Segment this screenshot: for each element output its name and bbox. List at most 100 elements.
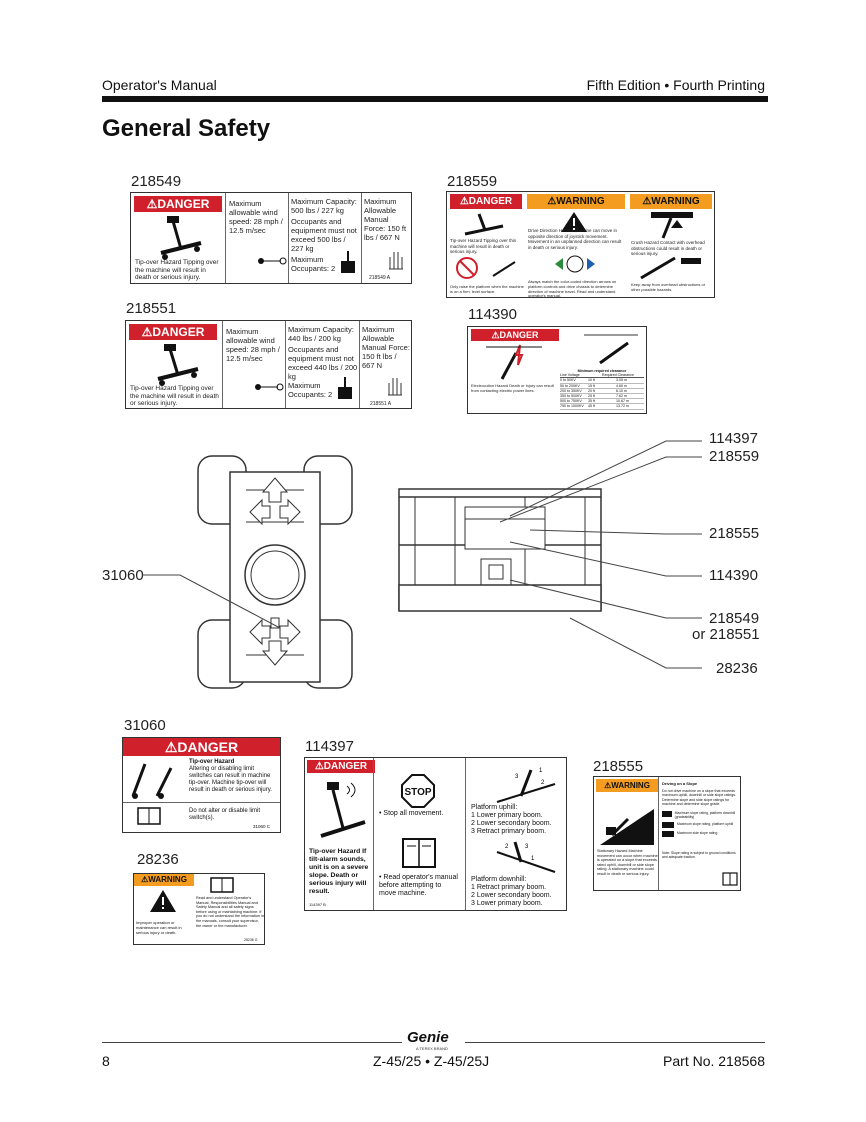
hazard-title: Tip-over Hazard — [189, 759, 235, 765]
hazard-text: Crush Hazard Contact with overhead obstr… — [631, 240, 705, 256]
clearance-cell: 3.05 m — [616, 378, 627, 383]
tipover-icon — [131, 763, 173, 799]
brand-tagline: A TEREX BRAND — [416, 1046, 448, 1051]
instruction-text: Do not alter or disable limit switch(s). — [189, 808, 261, 821]
svg-text:2: 2 — [505, 844, 509, 850]
decal-114397: ⚠DANGER Tip-over Hazard If tilt-alarm so… — [304, 757, 567, 911]
clearance-cell: 45 ft — [588, 404, 595, 409]
platform-view — [398, 488, 602, 612]
occupants-equipment-text: Occupants and equipment must not exceed … — [291, 217, 357, 253]
decal-number-218551: 218551 — [126, 300, 177, 317]
decal-218551: ⚠DANGER Tip-over Hazard Tipping over the… — [125, 320, 412, 409]
svg-text:3: 3 — [515, 774, 519, 780]
decal-code: 218551 A — [370, 401, 392, 407]
boom-uphill-icon: 123 — [496, 768, 556, 803]
decal-code: 114397 B — [309, 902, 326, 907]
downhill-step: Retract primary boom. — [476, 884, 547, 891]
downhill-instructions: Platform downhill: 1 Retract primary boo… — [471, 876, 565, 908]
clearance-cell: 10 ft — [588, 378, 595, 383]
decal-number-218555: 218555 — [593, 758, 644, 775]
manual-title: Operator's Manual — [102, 77, 217, 93]
danger-banner: ⚠DANGER — [307, 760, 375, 773]
read-manual-text-content: Read operator's manual before attempting… — [379, 874, 458, 897]
downhill-step: Lower secondary boom. — [476, 892, 552, 899]
downhill-step: Lower primary boom. — [476, 900, 543, 907]
leader-lines-platform — [499, 440, 702, 669]
clearance-cell: 13.72 m — [616, 404, 629, 409]
instruction-text: Always match the color-coded direction a… — [528, 279, 617, 298]
electrocution-icon — [486, 344, 542, 380]
callout-114397: 114397 — [709, 430, 758, 447]
slope-machine-icon — [600, 809, 654, 845]
clearance-cell: 6.10 m — [616, 388, 627, 393]
hazard-text: Tip-over Hazard If tilt-alarm sounds, un… — [309, 848, 369, 895]
decal-number-31060: 31060 — [124, 717, 166, 734]
rating-row: Maximum slope rating, platform uphill — [677, 822, 734, 826]
col-header: Required Clearance — [602, 373, 634, 378]
hazard-text: Tip-over Hazard Tipping over the machine… — [130, 385, 219, 407]
footer-rule-left — [102, 1042, 402, 1043]
tipover-icon — [157, 344, 199, 386]
decal-number-218559: 218559 — [447, 173, 498, 190]
no-slope-icon — [456, 257, 516, 279]
edition-info: Fifth Edition • Fourth Printing — [586, 77, 765, 93]
danger-banner: ⚠DANGER — [123, 738, 280, 756]
clearance-cell: 7.62 m — [616, 394, 627, 399]
read-manual-text: • Read operator's manual before attempti… — [379, 874, 458, 897]
svg-text:1: 1 — [531, 856, 535, 862]
genie-logo: Genie — [407, 1029, 449, 1046]
manual-text: Read and understand Operator's Manual, R… — [196, 896, 264, 928]
danger-banner: ⚠DANGER — [129, 324, 217, 340]
uphill-title: Platform uphill: — [471, 804, 518, 811]
danger-banner: ⚠DANGER — [471, 329, 559, 341]
warning-banner: ⚠WARNING — [630, 194, 712, 209]
wind-gauge-icon — [255, 383, 284, 391]
clearance-cell: 200 to 350KV — [560, 388, 582, 393]
clearance-cell: 50 to 200KV — [560, 383, 580, 388]
callout-218549: 218549 — [709, 610, 760, 627]
hazard-text: Electrocution Hazard Death or injury can… — [471, 383, 554, 393]
header-rule — [102, 96, 768, 102]
decal-114390: ⚠DANGER Electrocution Hazard Death or in… — [467, 326, 647, 414]
page-title: General Safety — [102, 115, 271, 142]
callout-28236: 28236 — [716, 660, 758, 677]
decal-31060: ⚠DANGER Tip-over Hazard Altering or disa… — [122, 737, 281, 833]
decal-28236: ⚠WARNING Improper operation or maintenan… — [133, 873, 265, 945]
boom-icon — [584, 334, 638, 365]
decal-number-114397: 114397 — [305, 738, 354, 755]
uphill-step: Lower secondary boom. — [476, 820, 552, 827]
wind-gauge-icon — [258, 257, 287, 265]
svg-text:3: 3 — [525, 844, 529, 850]
hand-icon — [388, 378, 402, 396]
instruction-text: Only raise the platform when the machine… — [450, 284, 524, 294]
stop-sign-icon: STOP — [401, 774, 435, 808]
wind-text: Maximum allowable wind speed: 28 mph / 1… — [229, 199, 283, 235]
clearance-cell: 20 ft — [588, 388, 595, 393]
capacity-text: Maximum Capacity: 440 lbs / 200 kg — [288, 325, 354, 343]
uphill-instructions: Platform uphill: 1 Lower primary boom. 2… — [471, 804, 565, 836]
rating-row: Maximum side slope rating — [677, 831, 718, 835]
hazard-text: Altering or disabling limit switches can… — [189, 766, 272, 793]
warning-text: Improper operation or maintenance can re… — [136, 920, 182, 935]
occupants-text: Maximum Occupants: 2 — [291, 255, 336, 273]
overhead-icon — [640, 256, 701, 280]
warning-banner: ⚠WARNING — [596, 779, 658, 792]
clearance-cell: 15 ft — [588, 383, 595, 388]
col-header: Line Voltage — [560, 373, 580, 378]
slope-ratings: Maximum slope rating, platform downhill … — [662, 811, 740, 837]
hazard-text: Stationary Hazard Machine movement can o… — [597, 849, 658, 876]
stop-sign-label: STOP — [404, 787, 431, 798]
boom-downhill-icon: 2 31 — [496, 841, 556, 873]
crush-icon — [651, 212, 693, 239]
instruction-text: Keep away from overhead obstructions or … — [631, 282, 706, 292]
decal-code: 31060 C — [253, 824, 271, 829]
hand-icon — [389, 252, 403, 270]
warning-triangle-icon — [150, 890, 176, 912]
callout-218559: 218559 — [709, 448, 760, 465]
clearance-cell: 0 to 50KV — [560, 378, 576, 383]
callout-31060: 31060 — [102, 567, 144, 584]
decal-218559: ⚠DANGER ⚠WARNING ⚠WARNING Tip-over Hazar… — [446, 191, 715, 298]
downhill-title: Platform downhill: — [471, 876, 527, 883]
page-number: 8 — [102, 1053, 110, 1069]
callout-114390: 114390 — [709, 567, 758, 584]
